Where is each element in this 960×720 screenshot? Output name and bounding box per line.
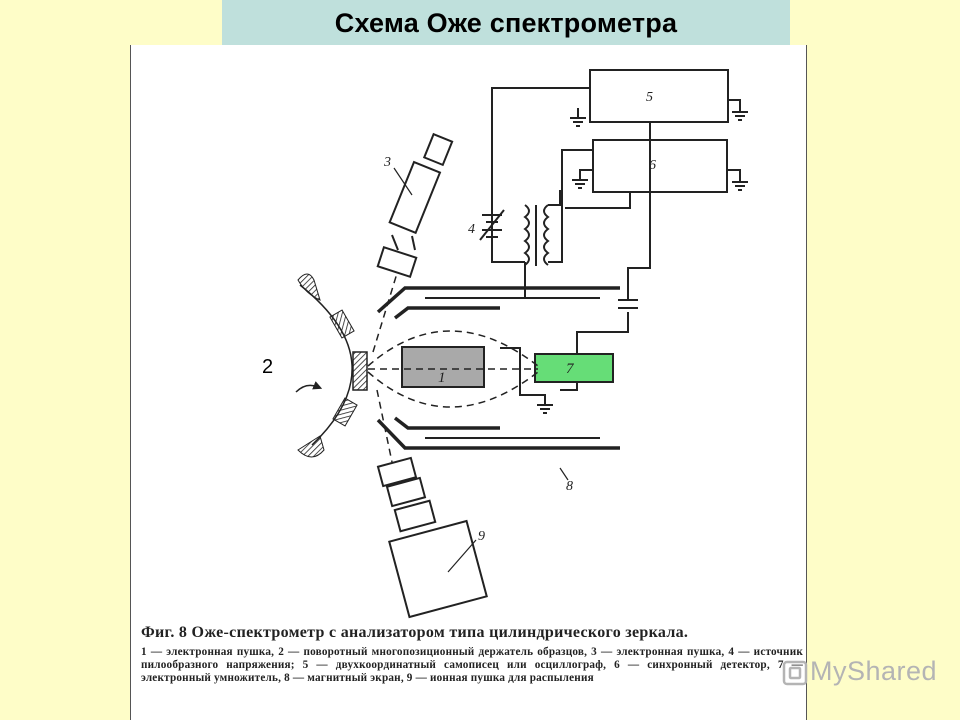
label-9: 9: [478, 529, 485, 544]
label-5: 5: [646, 90, 653, 105]
title-bar: Схема Оже спектрометра: [222, 0, 790, 47]
label-mask-panel: [150, 232, 295, 507]
recorder-box-5: [589, 69, 729, 123]
watermark-icon: [782, 660, 808, 686]
caption-heading: Фиг. 8 Оже-спектрометр с анализатором ти…: [141, 624, 689, 641]
figure-caption: Фиг. 8 Оже-спектрометр с анализатором ти…: [141, 624, 803, 685]
label-1: 1: [438, 370, 446, 386]
leader-lines: [393, 167, 569, 573]
electron-gun-1: [401, 346, 485, 388]
holder-arc: [299, 284, 353, 446]
caption-legend: 1 — электронная пушка, 2 — поворотный мн…: [141, 646, 803, 684]
label-3: 3: [383, 155, 391, 170]
detector-box-6: [592, 139, 728, 193]
sample-holder-2: [352, 351, 368, 391]
wiring: [479, 69, 748, 391]
holder-segment: [332, 397, 358, 427]
slide-title: Схема Оже спектрометра: [334, 8, 678, 38]
label-6: 6: [649, 158, 656, 173]
rotation-arrow: [295, 381, 323, 393]
holder-segment: [329, 309, 355, 339]
label-2: 2: [262, 356, 273, 378]
holder-segment: [297, 435, 325, 458]
electron-multiplier-7: [534, 353, 614, 383]
ion-gun-9: [376, 456, 488, 619]
inner-electrode: [500, 347, 553, 414]
label-8: 8: [566, 479, 573, 494]
electron-gun-3: [376, 132, 454, 279]
label-7: 7: [566, 361, 575, 377]
electron-trajectories: [367, 269, 539, 463]
watermark-text: MyShared: [810, 656, 938, 686]
label-4: 4: [468, 222, 475, 237]
